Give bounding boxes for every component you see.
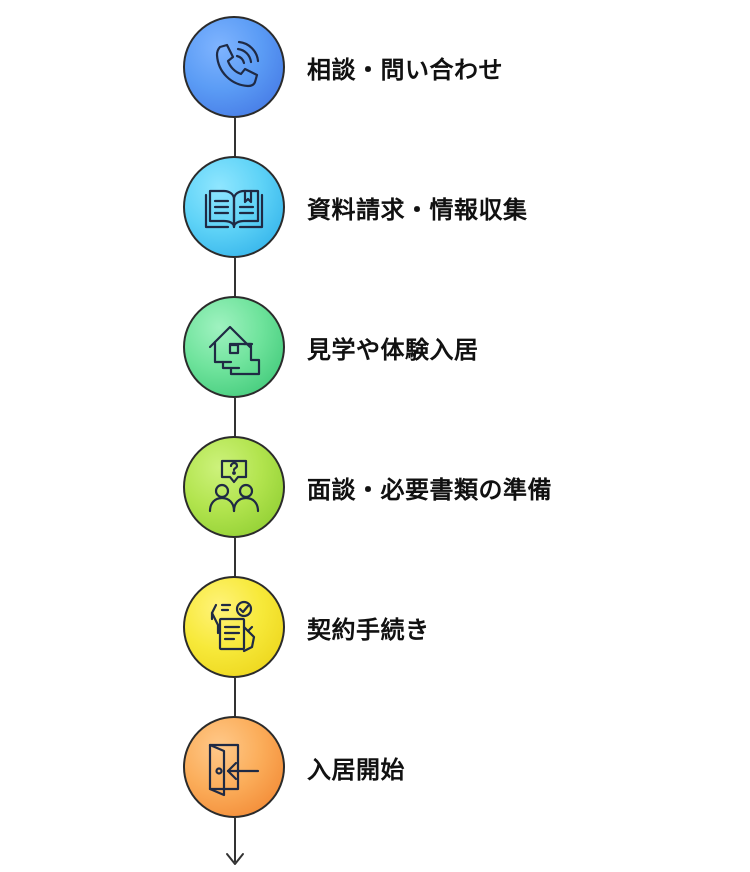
connector-line [234, 538, 236, 578]
step-interview-documents: 面談・必要書類の準備 [183, 436, 663, 542]
step-label: 入居開始 [307, 756, 405, 784]
phone-icon [215, 40, 260, 88]
step-label: 契約手続き [307, 616, 430, 644]
step-move-in: 入居開始 [183, 716, 663, 822]
step-circle [183, 436, 285, 538]
arrow-down-icon [226, 853, 244, 865]
step-label: 相談・問い合わせ [307, 56, 503, 84]
open-book-icon [204, 189, 264, 229]
step-label: 資料請求・情報収集 [307, 196, 528, 224]
step-circle [183, 716, 285, 818]
step-label: 見学や体験入居 [307, 336, 479, 364]
interview-icon [208, 459, 260, 513]
step-label: 面談・必要書類の準備 [307, 476, 552, 504]
step-information-request: 資料請求・情報収集 [183, 156, 663, 262]
connector-line [234, 678, 236, 718]
step-consultation: 相談・問い合わせ [183, 16, 663, 122]
step-circle [183, 576, 285, 678]
contract-signing-icon [210, 600, 256, 653]
enter-door-icon [208, 743, 260, 797]
connector-line [234, 258, 236, 298]
step-visit-trial: 見学や体験入居 [183, 296, 663, 402]
connector-line [234, 398, 236, 438]
step-contract: 契約手続き [183, 576, 663, 682]
connector-line [234, 818, 236, 862]
step-circle [183, 296, 285, 398]
step-circle [183, 156, 285, 258]
connector-line [234, 118, 236, 158]
step-circle [183, 16, 285, 118]
house-icon [208, 325, 261, 376]
